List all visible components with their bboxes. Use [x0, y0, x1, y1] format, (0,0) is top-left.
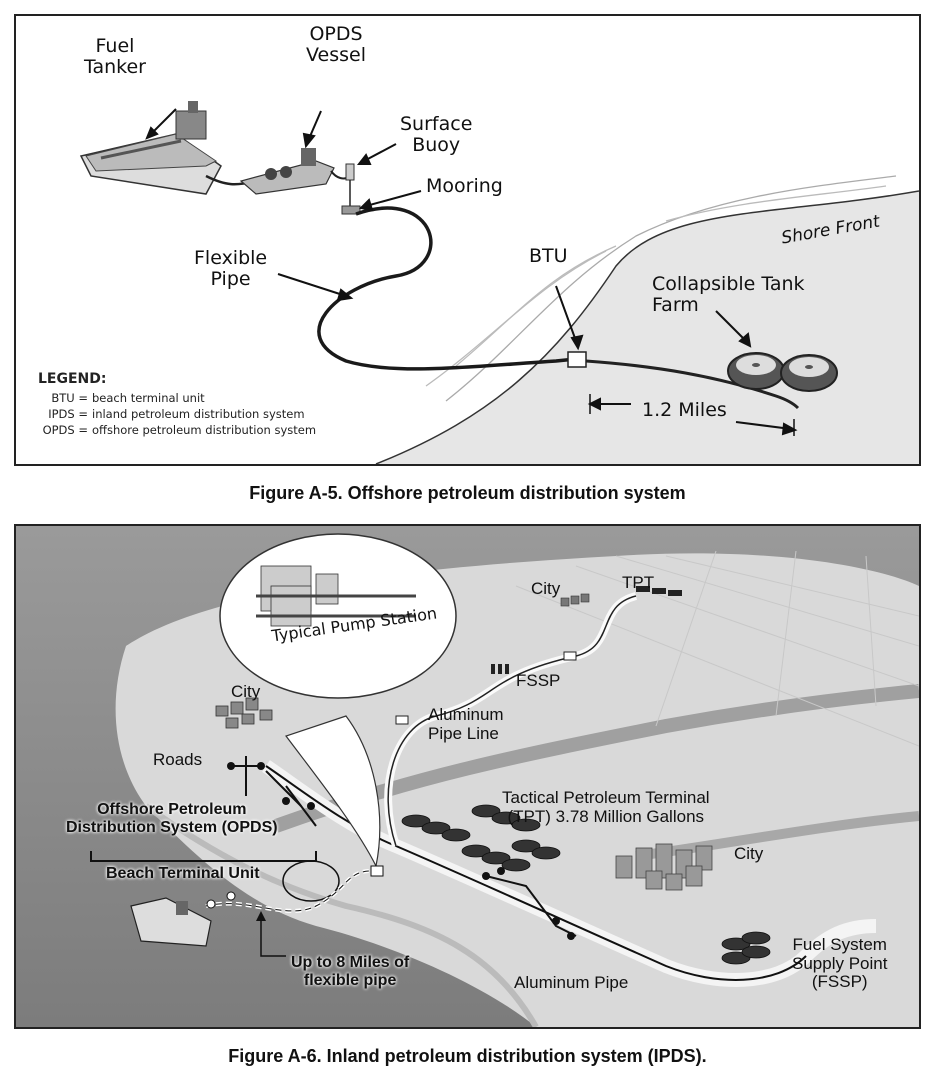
- btu-icon: [567, 351, 587, 368]
- roads-label: Roads: [153, 750, 203, 769]
- city-left-label: City: [231, 682, 261, 701]
- mooring-label: Mooring: [426, 175, 503, 197]
- btu-label: BTU: [529, 245, 568, 267]
- tpt-terminal-icon: [401, 804, 561, 872]
- opds-ship-icon: [130, 897, 212, 947]
- collapsible-tank-icon: [727, 352, 838, 392]
- legend: LEGEND: BTU =beach terminal unit IPDS =i…: [38, 371, 316, 438]
- city-top-label: City: [531, 579, 561, 598]
- beach-terminal-unit-label: Beach Terminal Unit: [106, 865, 260, 882]
- mooring-icon: [341, 205, 361, 215]
- fuel-tanker-icon: [79, 101, 222, 195]
- figure-a6-panel: Typical Pump Station City TPT FSSP City …: [14, 524, 921, 1029]
- fssp-mid-icon: [491, 664, 509, 674]
- city-top-icon: [560, 593, 590, 607]
- pump-station-icon: [256, 565, 416, 627]
- legend-item: IPDS =inland petroleum distribution syst…: [48, 407, 305, 421]
- fssp-tanks-icon: [721, 931, 771, 965]
- distance-label: 1.2 Miles: [642, 399, 727, 421]
- figure-a5-caption: Figure A-5. Offshore petroleum distribut…: [249, 483, 686, 503]
- flexible-pipe-line: [317, 206, 587, 371]
- opds-vessel-icon: [239, 148, 335, 195]
- tpt-terminal-label: Tactical Petroleum Terminal(TPT) 3.78 Mi…: [502, 788, 710, 826]
- offshore-diagram-drawing: [79, 101, 919, 464]
- legend-item: OPDS =offshore petroleum distribution sy…: [42, 423, 317, 437]
- inland-diagram-drawing: [16, 526, 919, 1027]
- surface-buoy-icon: [345, 163, 355, 206]
- city-right-icon: [615, 843, 713, 891]
- figure-a6-caption: Figure A-6. Inland petroleum distributio…: [228, 1046, 707, 1066]
- city-right-label: City: [734, 844, 764, 863]
- tpt-top-label: TPT: [622, 573, 655, 592]
- legend-item: BTU =beach terminal unit: [51, 391, 205, 405]
- legend-title: LEGEND:: [38, 371, 107, 387]
- city-left-icon: [215, 697, 273, 729]
- aluminum-pipe-label: Aluminum Pipe: [514, 973, 629, 992]
- bridge-icon: [231, 756, 577, 937]
- fssp-mid-label: FSSP: [516, 671, 561, 690]
- tpt-top-icon: [636, 586, 682, 596]
